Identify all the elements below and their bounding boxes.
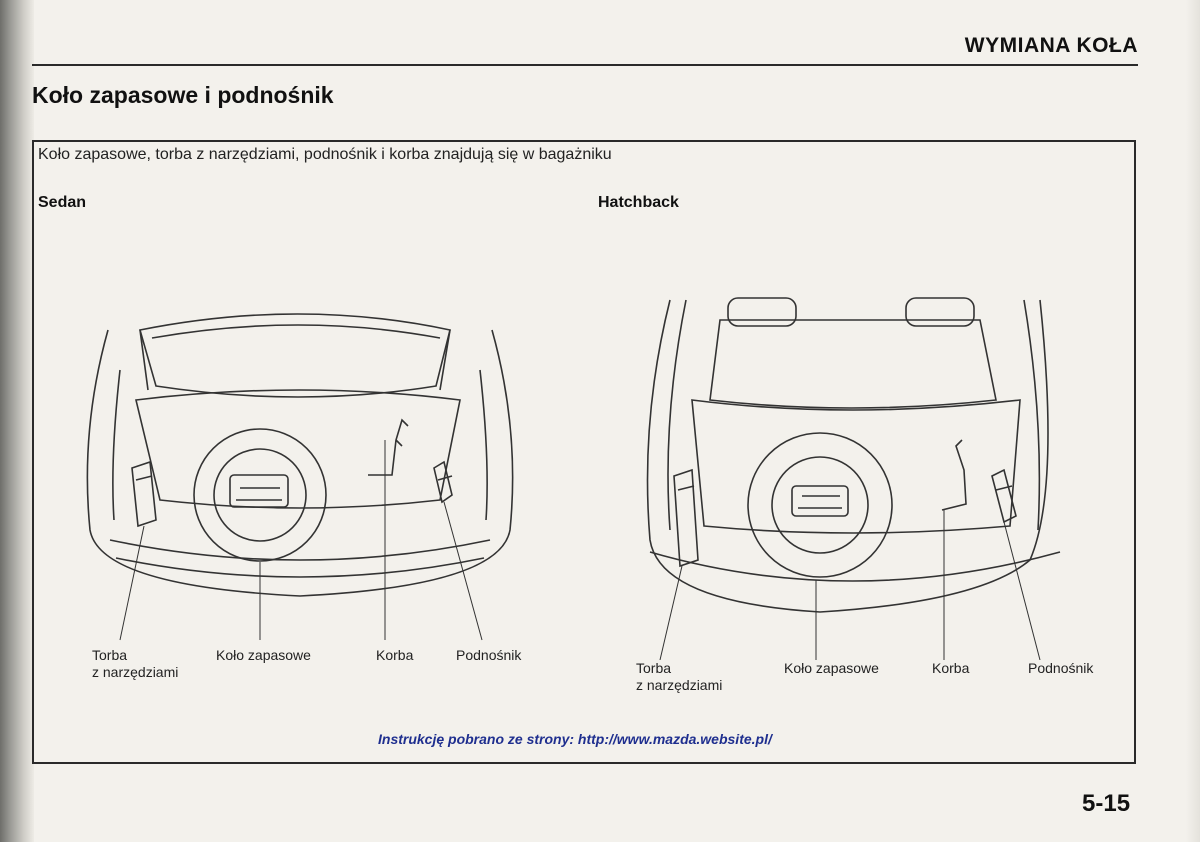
- sedan-crank-label: Korba: [376, 647, 414, 663]
- hatchback-spare-wheel-label: Koło zapasowe: [784, 660, 879, 676]
- page-heading: Koło zapasowe i podnośnik: [32, 82, 334, 108]
- hatchback-crank-label: Korba: [932, 660, 970, 676]
- intro-text: Koło zapasowe, torba z narzędziami, podn…: [38, 146, 612, 163]
- hatchback-title: Hatchback: [598, 194, 679, 211]
- book-spine-shadow: [0, 0, 34, 842]
- sedan-spare-wheel-label: Koło zapasowe: [216, 647, 311, 663]
- page-number: 5-15: [1082, 790, 1131, 817]
- sedan-trunk-illustration: [86, 313, 514, 641]
- figure-frame: [32, 140, 1136, 764]
- hatchback-tool-bag-label: Torba z narzędziami: [636, 660, 723, 693]
- sedan-jack-label: Podnośnik: [456, 647, 522, 663]
- sedan-tool-bag-label: Torba z narzędziami: [92, 647, 179, 680]
- section-title: WYMIANA KOŁA: [964, 34, 1138, 57]
- hatchback-jack-label: Podnośnik: [1028, 660, 1094, 676]
- header-rule: [32, 64, 1138, 66]
- bleed-through-text: [750, 796, 753, 807]
- source-link-note[interactable]: Instrukcję pobrano ze strony: http://www…: [378, 731, 772, 747]
- hatchback-trunk-illustration: [646, 297, 1061, 660]
- page-edge: [1186, 0, 1200, 842]
- sedan-title: Sedan: [38, 194, 87, 211]
